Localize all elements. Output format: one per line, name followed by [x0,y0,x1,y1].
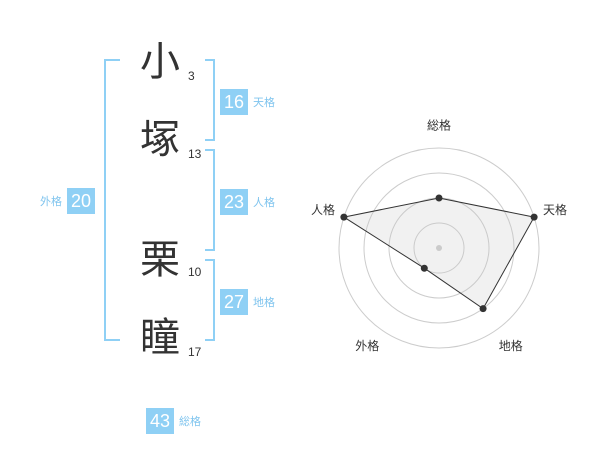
radar-center [436,245,442,251]
radar-area [342,197,535,310]
name-char-4: 瞳 [140,315,180,361]
radar-axis-label-5: 人格 [311,202,335,217]
tenkaku-label: 天格 [253,96,276,109]
radar-axis-label-4: 外格 [355,338,379,353]
tenkaku-badge: 16 天格 [220,89,275,115]
radar-axis-label-1: 総格 [427,118,451,133]
name-char-1: 小 [140,39,180,85]
chikaku-value: 27 [220,289,249,315]
radar-point-2 [530,213,538,221]
tenkaku-bracket [205,59,215,141]
gaikaku-value: 20 [67,188,96,214]
jinkaku-badge: 23 人格 [220,189,275,215]
name-char-2: 塚 [140,117,180,163]
stroke-count-1: 3 [188,69,195,83]
radar-axis-label-2: 天格 [543,202,567,217]
radar-ring-1 [413,222,465,274]
gaikaku-badge: 外格 20 [40,188,96,214]
stroke-count-3: 10 [188,265,202,279]
tenkaku-value: 16 [220,89,249,115]
radar-point-4 [420,264,428,272]
radar-point-5 [340,213,348,221]
soukaku-label: 総格 [179,415,202,428]
chikaku-label: 地格 [253,296,276,309]
soukaku-value: 43 [146,408,175,434]
radar-ring-4 [338,147,540,349]
gaikaku-label: 外格 [40,195,62,208]
radar-axis-label-3: 地格 [499,338,523,353]
chikaku-bracket [205,259,215,341]
jinkaku-value: 23 [220,189,249,215]
radar-ring-3 [363,172,515,324]
jinkaku-bracket [205,149,215,251]
name-char-3: 栗 [140,237,180,283]
jinkaku-label: 人格 [253,196,276,209]
gaikaku-bracket [104,59,120,341]
stroke-count-2: 13 [188,147,202,161]
soukaku-badge: 43 総格 [146,408,201,434]
radar-point-3 [479,305,487,313]
radar-point-1 [435,194,443,202]
stroke-count-4: 17 [188,345,202,359]
chikaku-badge: 27 地格 [220,289,275,315]
